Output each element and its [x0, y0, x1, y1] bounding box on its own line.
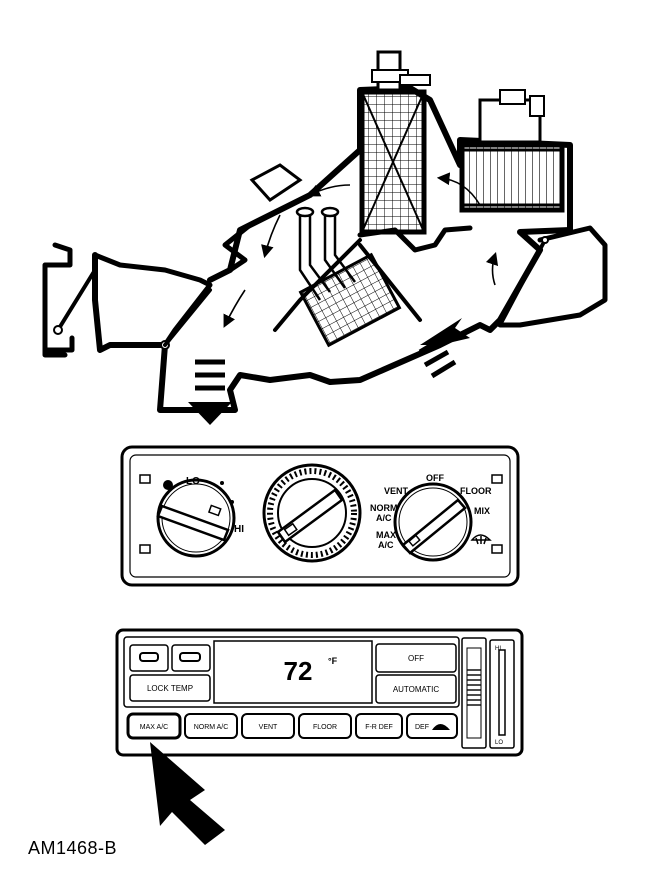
plenum-top-wall — [222, 192, 313, 273]
mode-mix-label: MIX — [474, 506, 490, 516]
airflow-arrows — [223, 172, 499, 328]
display-temp-value: 72 — [284, 656, 313, 686]
automatic-button-label: AUTOMATIC — [393, 685, 440, 694]
norm-ac-button[interactable] — [184, 713, 238, 739]
fresh-air-inlet-duct — [497, 225, 608, 328]
vent-label: VENT — [259, 724, 278, 731]
mode-max-ac-label: A/C — [378, 540, 394, 550]
fan-hi-label: HI — [234, 524, 244, 535]
plenum-side-bracket — [249, 163, 303, 202]
off-button-label: OFF — [408, 654, 424, 663]
manual-control-panel: LO HI VENT OFF FLOOR NORM A/C MIX MAX A/… — [120, 445, 520, 587]
def-label: DEF — [415, 724, 429, 731]
blower-assembly — [459, 89, 565, 213]
fan-icon — [163, 480, 173, 490]
fr-def-button[interactable] — [355, 713, 403, 739]
fan-lo-label: LO — [186, 476, 200, 487]
pointer-arrow — [150, 742, 225, 845]
def-icon — [432, 724, 450, 730]
floor-label: FLOOR — [313, 724, 337, 731]
automatic-control-panel: LOCK TEMP 72 °F OFF AUTOMATIC MAX A/C NO… — [115, 628, 524, 757]
norm-ac-label: NORM A/C — [194, 724, 229, 731]
lock-temp-button[interactable] — [129, 674, 211, 702]
bottom-button-row: MAX A/C NORM A/C VENT FLOOR F-R DEF DEF — [126, 712, 458, 740]
floor-button[interactable] — [298, 713, 352, 739]
floor-door-flap — [163, 288, 212, 347]
mode-knob[interactable] — [393, 482, 473, 562]
incoming-air-arrow — [418, 318, 470, 379]
max-ac-button[interactable] — [126, 712, 182, 740]
heater-core-tubes — [295, 206, 357, 301]
display-temp-unit: °F — [328, 656, 338, 666]
max-ac-label: MAX A/C — [140, 724, 168, 731]
automatic-button[interactable] — [375, 674, 457, 704]
left-duct-outlet — [42, 242, 75, 358]
mode-floor-label: FLOOR — [460, 486, 492, 496]
mode-norm-ac-label: A/C — [376, 513, 392, 523]
mode-max-label: MAX — [376, 530, 396, 540]
figure-id: AM1468-B — [28, 838, 118, 858]
temperature-knob[interactable] — [262, 463, 362, 563]
mode-norm-label: NORM — [370, 503, 398, 513]
slider-hi-label: HI — [495, 646, 501, 652]
heater-core — [298, 252, 402, 348]
floor-outlet-arrow — [188, 359, 232, 425]
left-door-flap — [56, 268, 97, 332]
mode-off-label: OFF — [426, 473, 444, 483]
recirc-door — [498, 238, 547, 327]
lock-temp-label: LOCK TEMP — [147, 684, 193, 693]
fan-slider[interactable] — [461, 637, 515, 749]
defrost-icon — [470, 534, 492, 545]
fr-def-label: F-R DEF — [365, 724, 393, 731]
vent-button[interactable] — [241, 713, 295, 739]
fan-speed-knob[interactable] — [156, 478, 236, 558]
evaporator-core — [359, 50, 431, 235]
off-button[interactable] — [375, 643, 457, 673]
plenum-lower-wall — [92, 252, 213, 348]
mode-vent-label: VENT — [384, 486, 409, 496]
temperature-display — [213, 640, 373, 704]
def-button[interactable] — [406, 713, 458, 739]
slider-lo-label: LO — [495, 740, 503, 746]
